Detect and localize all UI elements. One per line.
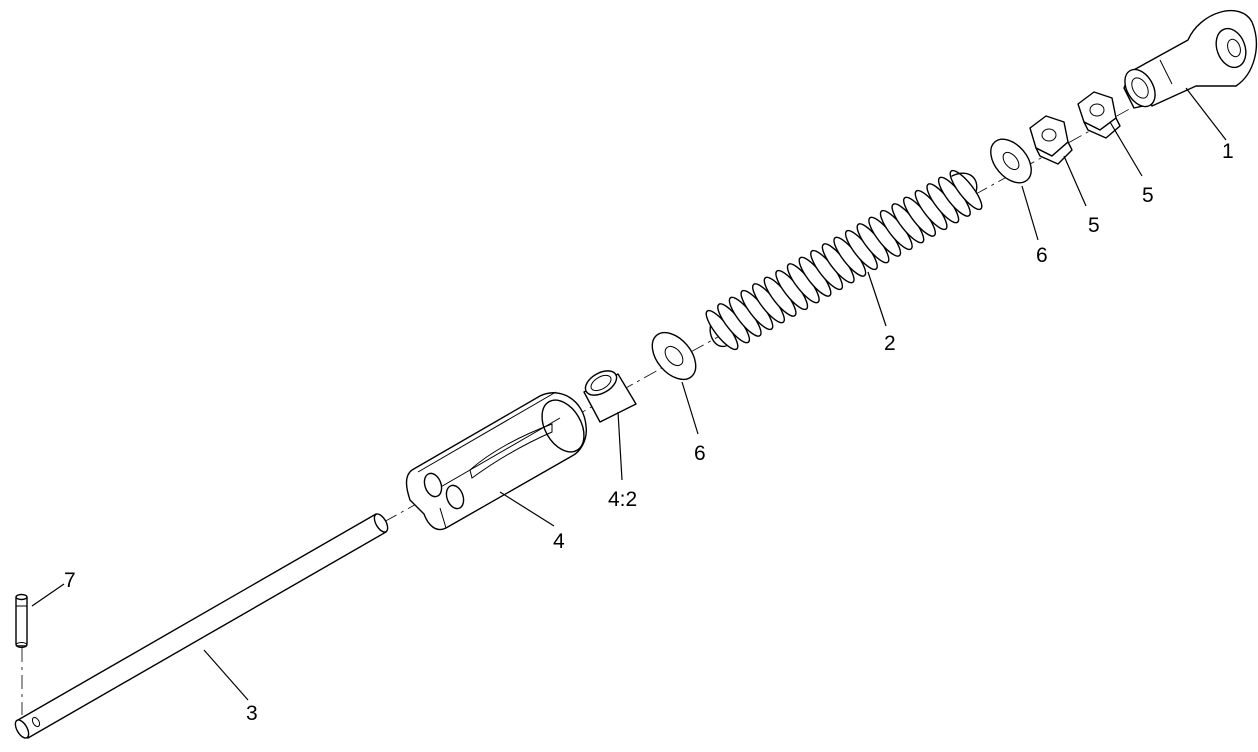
callout-part-6-upper: 6 bbox=[1036, 244, 1048, 267]
part-spring bbox=[705, 169, 983, 351]
callout-part-1: 1 bbox=[1222, 140, 1234, 163]
leader-lines bbox=[31, 87, 1227, 701]
callout-part-5-outer: 5 bbox=[1142, 184, 1154, 207]
part-rod bbox=[14, 513, 389, 739]
part-washer-lower bbox=[651, 331, 697, 381]
part-nut-outer bbox=[1077, 91, 1121, 139]
part-clevis bbox=[405, 391, 587, 531]
part-rod-end bbox=[1123, 10, 1257, 109]
spring-coil bbox=[949, 169, 983, 211]
callout-part-5-inner: 5 bbox=[1088, 214, 1100, 237]
part-washer-upper bbox=[990, 138, 1032, 184]
callout-part-3: 3 bbox=[246, 702, 258, 725]
part-nut-inner bbox=[1029, 115, 1073, 165]
callout-part-6-lower: 6 bbox=[694, 442, 706, 465]
callout-part-7: 7 bbox=[64, 569, 76, 592]
callouts: 1 5 5 6 2 6 4:2 4 7 3 bbox=[64, 140, 1234, 725]
part-pin bbox=[15, 593, 28, 648]
callout-part-4: 4 bbox=[553, 530, 565, 553]
assembly-axis-line bbox=[21, 44, 1246, 719]
part-bushing bbox=[583, 370, 637, 423]
callout-part-2: 2 bbox=[884, 332, 896, 355]
callout-part-4-2: 4:2 bbox=[608, 488, 637, 511]
